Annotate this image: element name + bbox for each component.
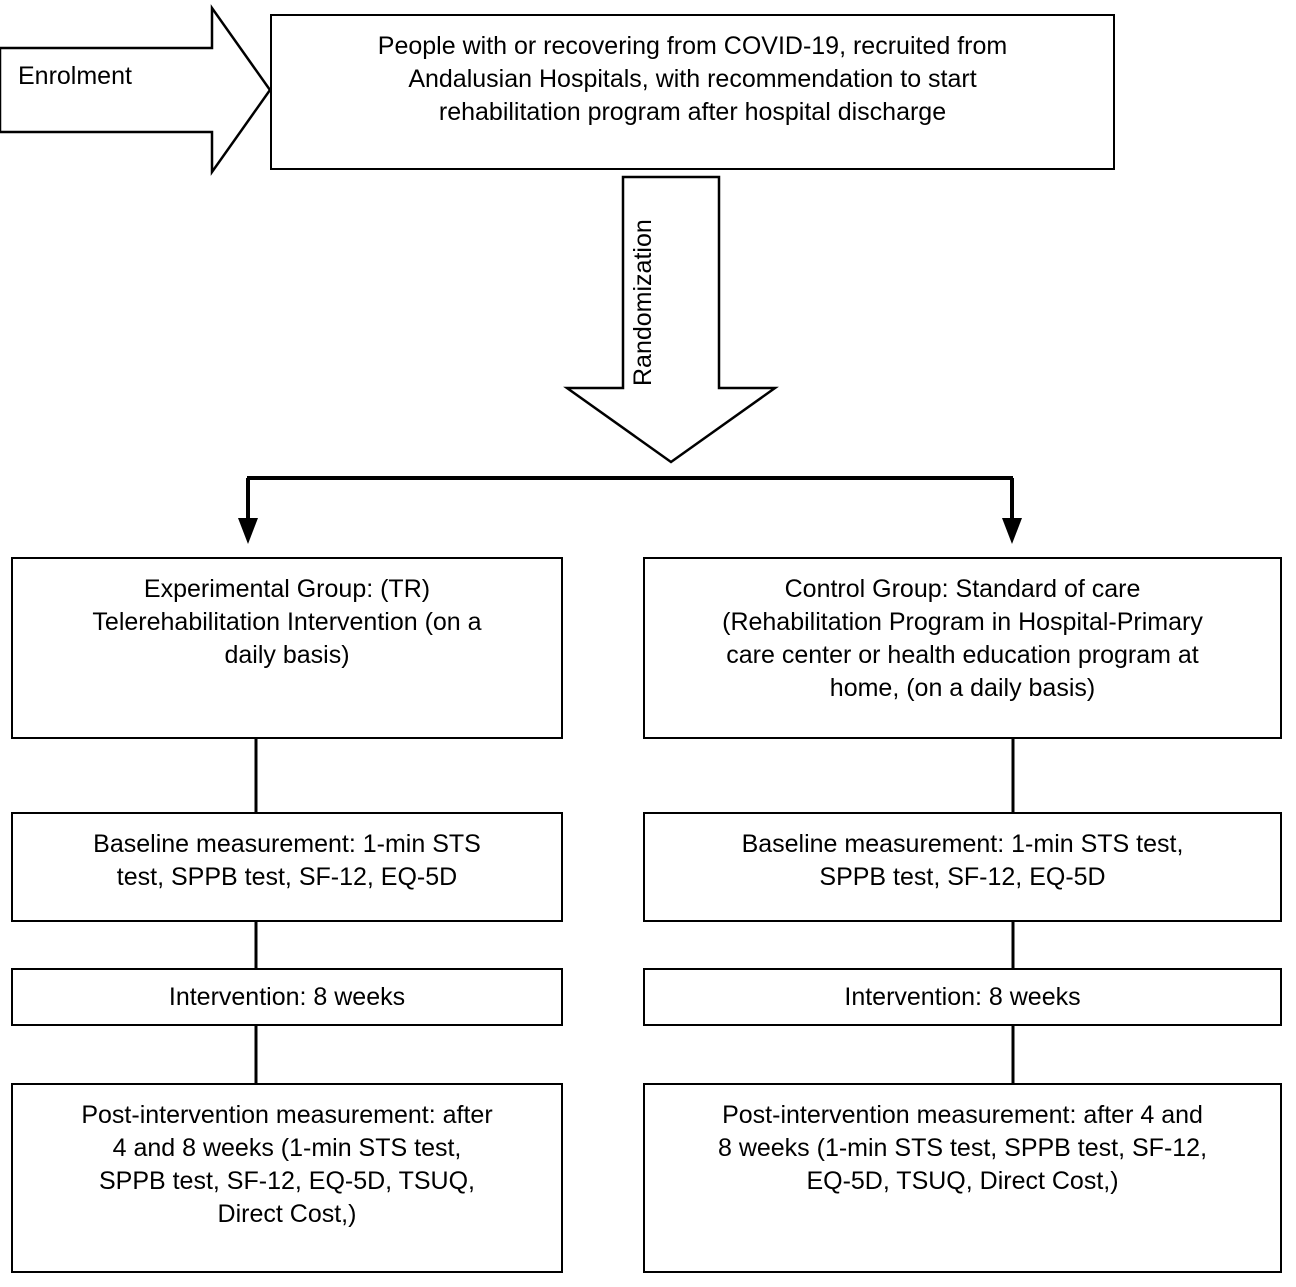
control-baseline-box: Baseline measurement: 1-min STS test, SP… <box>643 812 1282 922</box>
enrolment-stage-label: Enrolment <box>18 62 132 90</box>
experimental-baseline-box: Baseline measurement: 1-min STS test, SP… <box>11 812 563 922</box>
experimental-group-box: Experimental Group: (TR) Telerehabilitat… <box>11 557 563 739</box>
control-group-text: Control Group: Standard of care (Rehabil… <box>722 575 1203 702</box>
split-arrowhead-left <box>238 518 258 544</box>
control-post-intervention-text: Post-intervention measurement: after 4 a… <box>717 1101 1208 1195</box>
experimental-post-intervention-text: Post-intervention measurement: after 4 a… <box>81 1101 493 1228</box>
experimental-intervention-text: Intervention: 8 weeks <box>168 982 406 1011</box>
experimental-group-text: Experimental Group: (TR) Telerehabilitat… <box>92 575 482 669</box>
experimental-post-intervention-box: Post-intervention measurement: after 4 a… <box>11 1083 563 1273</box>
split-arrowhead-right <box>1002 518 1022 544</box>
control-intervention-text: Intervention: 8 weeks <box>844 982 1081 1011</box>
control-group-box: Control Group: Standard of care (Rehabil… <box>643 557 1282 739</box>
enrolment-description-text: People with or recovering from COVID-19,… <box>377 32 1008 126</box>
control-intervention-box: Intervention: 8 weeks <box>643 968 1282 1026</box>
experimental-intervention-box: Intervention: 8 weeks <box>11 968 563 1026</box>
randomization-stage-label: Randomization <box>629 219 657 386</box>
control-baseline-text: Baseline measurement: 1-min STS test, SP… <box>741 830 1184 891</box>
control-post-intervention-box: Post-intervention measurement: after 4 a… <box>643 1083 1282 1273</box>
experimental-baseline-text: Baseline measurement: 1-min STS test, SP… <box>93 830 481 891</box>
enrolment-description-box: People with or recovering from COVID-19,… <box>270 14 1115 170</box>
